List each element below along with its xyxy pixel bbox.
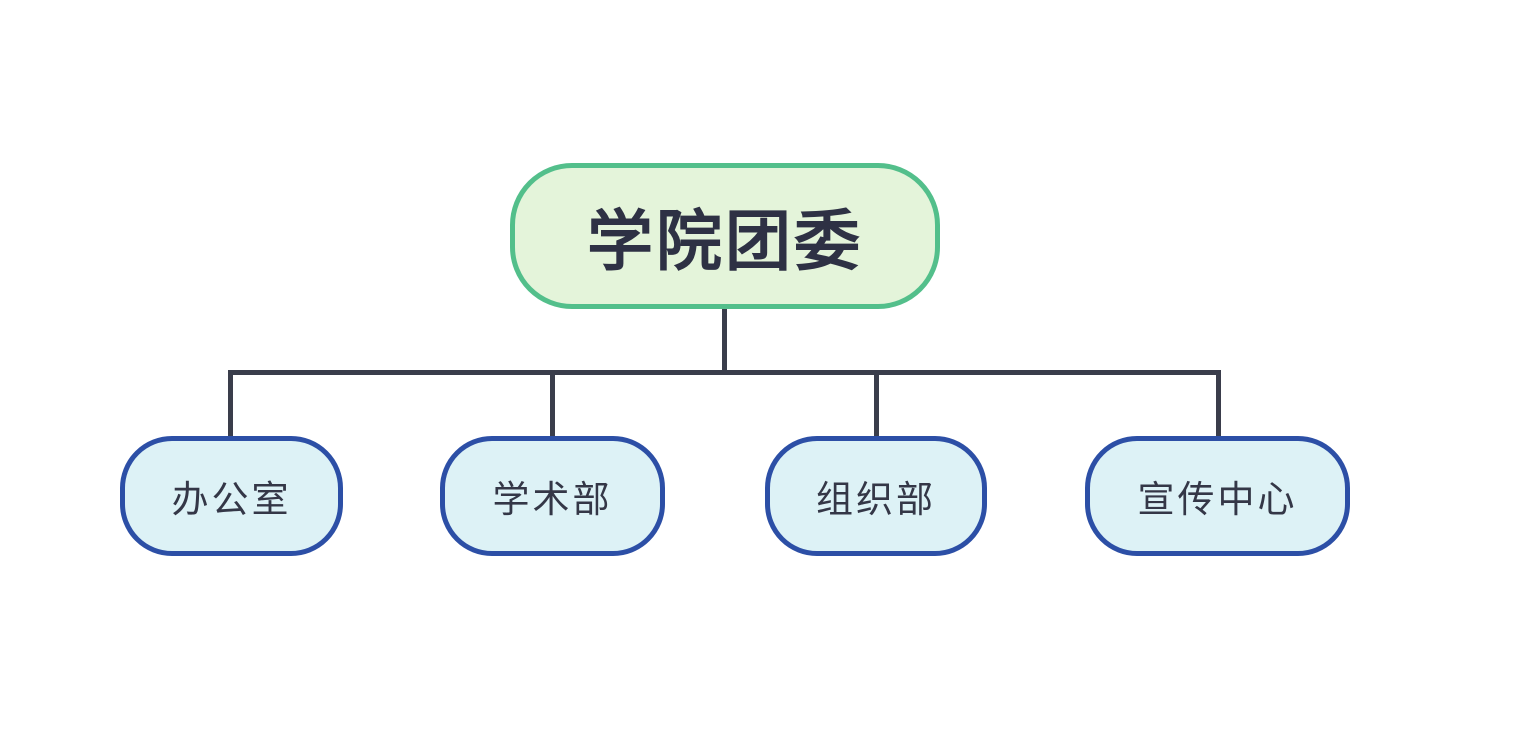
org-node-academic[interactable]: 学术部 [440, 436, 665, 556]
connector-drop-office [228, 370, 233, 438]
connector-drop-academic [550, 370, 555, 438]
org-node-root[interactable]: 学院团委 [510, 163, 940, 309]
org-node-publicity-label: 宣传中心 [1137, 479, 1298, 520]
connector-horizontal-rail [228, 370, 1221, 375]
org-node-root-label: 学院团委 [587, 206, 863, 279]
connector-root-stem [722, 307, 727, 372]
org-node-office-label: 办公室 [171, 479, 292, 520]
org-node-office[interactable]: 办公室 [120, 436, 343, 556]
connector-drop-publicity [1216, 370, 1221, 438]
org-node-publicity[interactable]: 宣传中心 [1085, 436, 1350, 556]
org-node-organization[interactable]: 组织部 [765, 436, 987, 556]
org-node-academic-label: 学术部 [492, 479, 613, 520]
connector-drop-organization [874, 370, 879, 438]
org-node-organization-label: 组织部 [816, 479, 936, 520]
